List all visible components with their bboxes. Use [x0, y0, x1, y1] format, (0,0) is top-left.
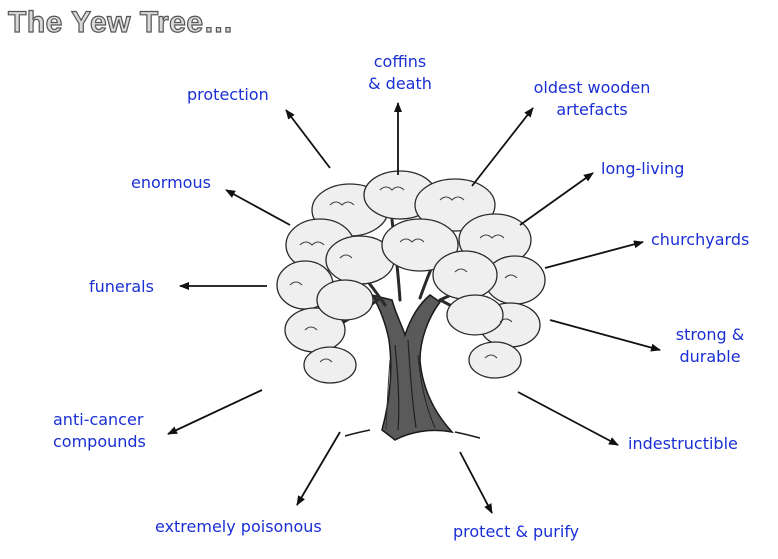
arrow-indestructible [517, 391, 619, 446]
tree-trunk [370, 293, 455, 441]
arrow-long-living [519, 172, 594, 226]
label-protection: protection [187, 85, 269, 104]
arrow-protection [285, 109, 331, 169]
label-strong-durable: strong & durable [675, 325, 745, 366]
yew-tree-illustration [276, 170, 546, 441]
arrow-protect [459, 451, 493, 514]
label-funerals: funerals [89, 277, 154, 296]
arrow-poisonous [296, 431, 341, 506]
label-anti-cancer-compounds: anti-cancer compounds [53, 410, 146, 451]
page-title: The Yew Tree… [7, 5, 235, 39]
label-coffins: coffins & death [368, 52, 432, 93]
arrow-anti-cancer [167, 389, 263, 435]
label-long-living: long-living [601, 159, 685, 178]
arrow-strong [549, 319, 661, 352]
arrow-oldest [471, 107, 534, 187]
arrow-enormous [225, 189, 291, 226]
label-extremely-poisonous: extremely poisonous [155, 517, 322, 536]
arrow-churchyards [544, 240, 644, 269]
label-enormous: enormous [131, 173, 211, 192]
arrows [167, 102, 661, 514]
label-protect-purify: protect & purify [453, 522, 580, 541]
label-indestructible: indestructible [628, 434, 738, 453]
label-churchyards: churchyards [651, 230, 750, 249]
label-oldest-wooden-artefacts: oldest wooden artefacts [533, 78, 651, 119]
